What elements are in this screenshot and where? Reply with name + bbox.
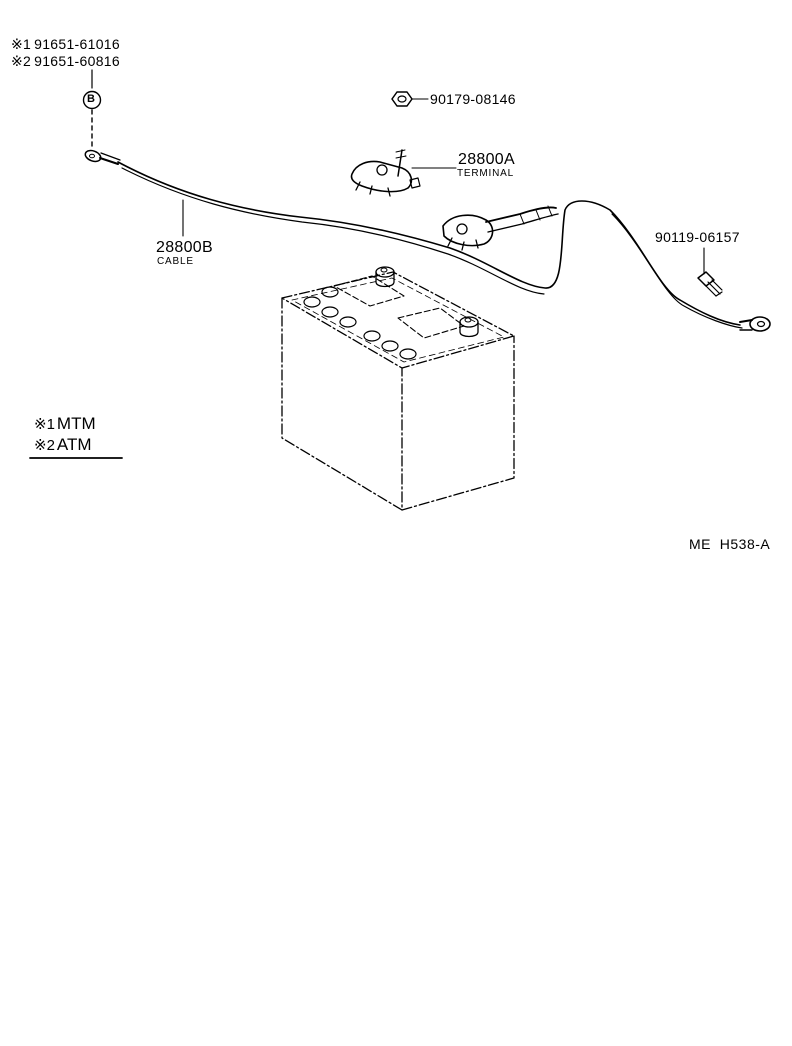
cable-right-end [611,213,771,332]
terminal-name-label: TERMINAL [457,168,514,179]
legend-mark: ※1 [34,416,55,433]
battery [281,266,515,511]
variant-mark: ※2 [11,53,32,69]
cable-28800b [84,149,741,326]
nut-90179-08146 [391,91,429,107]
terminal-28800a [350,149,457,197]
bolt-b-marker-letter: B [87,93,95,105]
legend-label: ATM [56,435,92,454]
variant-mark: ※1 [11,36,32,52]
nut-part-label: 90179-08146 [430,91,516,107]
screw-part-label: 90119-06157 [655,229,740,245]
part-number: 91651-61016 [34,36,120,52]
legend-mark: ※2 [34,437,55,454]
battery-clamp-on-cable [442,205,559,251]
diagram-reference-code: ME H538-A [689,536,771,552]
part-number: 91651-60816 [34,53,120,69]
cable-part-label: 28800B [156,239,213,256]
legend-label: MTM [56,414,96,433]
cable-name-label: CABLE [157,256,194,267]
screw-90119-06157 [697,247,723,297]
bolt-b-marker [82,69,102,151]
terminal-part-label: 28800A [458,151,515,168]
